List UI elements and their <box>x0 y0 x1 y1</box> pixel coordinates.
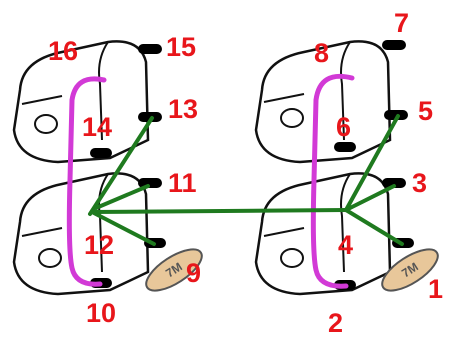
wire-5-to-junction <box>344 114 400 212</box>
pin-number-1: 1 <box>428 274 443 304</box>
pin-number-10: 10 <box>86 298 116 328</box>
pin-number-6: 6 <box>336 112 351 142</box>
pin-number-4: 4 <box>338 230 353 260</box>
pin-number-8: 8 <box>314 38 329 68</box>
pin-number-16: 16 <box>48 36 78 66</box>
pin-15-terminal <box>138 44 162 54</box>
pin-number-2: 2 <box>328 308 343 338</box>
wire-13-to-junction <box>88 116 154 216</box>
pin-6-terminal <box>334 142 356 152</box>
pin-number-14: 14 <box>82 112 112 142</box>
pin-number-7: 7 <box>394 8 409 38</box>
pin-5-terminal <box>384 110 408 120</box>
pin-14-terminal <box>90 148 112 158</box>
right-lower-housing <box>254 172 392 296</box>
left-upper-housing <box>12 40 150 164</box>
pin-number-15: 15 <box>166 32 196 62</box>
pin-13-terminal <box>138 112 162 122</box>
left-jumper-wire <box>66 76 107 287</box>
pin-7-terminal <box>382 40 406 50</box>
wire-junction-to-1 <box>344 208 404 246</box>
right-resistor: 7M <box>381 248 439 292</box>
pin-number-12: 12 <box>84 230 114 260</box>
wire-11-to-junction <box>94 184 150 210</box>
left-lower-housing <box>12 172 150 296</box>
right-upper-housing <box>254 40 392 164</box>
pin-11-terminal <box>138 178 162 188</box>
wire-3-to-junction <box>344 184 396 212</box>
pin-3-terminal <box>382 178 406 188</box>
pin-number-3: 3 <box>412 168 427 198</box>
pin-number-9: 9 <box>186 258 201 288</box>
left-resistor: 7M <box>145 248 203 292</box>
pin-number-13: 13 <box>168 94 198 124</box>
wire-left-to-right <box>90 208 348 214</box>
pin-number-5: 5 <box>418 96 433 126</box>
pin-numbers: 16 15 14 13 11 12 9 10 8 7 6 5 3 4 1 2 <box>48 8 443 338</box>
pin-number-11: 11 <box>168 168 197 198</box>
wire-junction-to-9 <box>90 210 156 246</box>
green-wiring <box>88 114 404 246</box>
right-jumper-wire <box>310 73 355 289</box>
